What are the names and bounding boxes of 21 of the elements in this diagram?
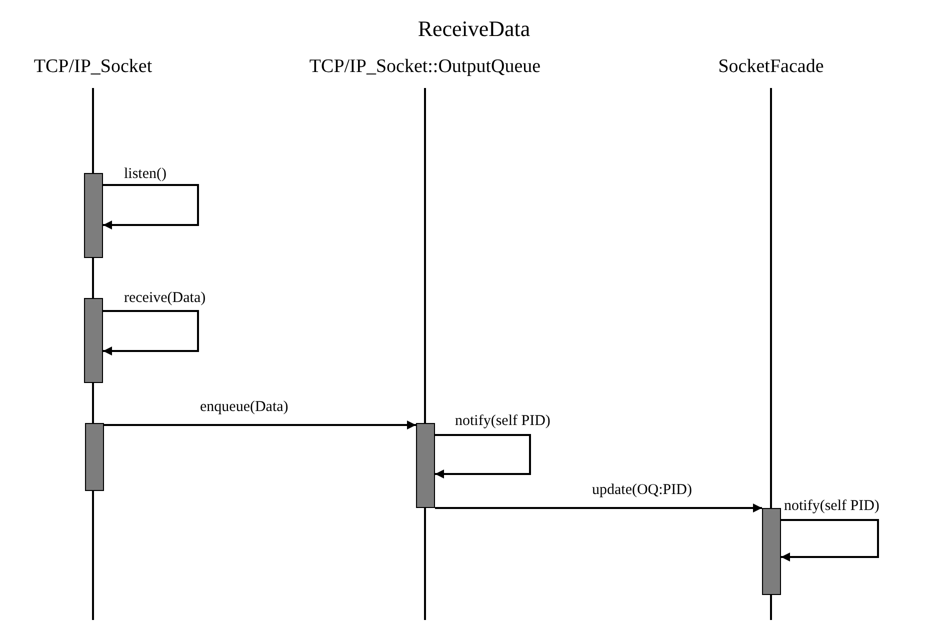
message-arrow	[435, 504, 762, 512]
diagram-title: ReceiveData	[418, 16, 530, 42]
activation-bar	[84, 298, 103, 383]
activation-bar	[84, 173, 103, 258]
message-label: notify(self PID)	[455, 414, 550, 429]
self-message-arrow	[103, 184, 199, 230]
message-label: notify(self PID)	[784, 499, 880, 514]
message-label: enqueue(Data)	[200, 400, 288, 415]
message-label: receive(Data)	[124, 291, 206, 306]
activation-bar	[85, 423, 104, 491]
self-message-arrow	[103, 310, 199, 356]
self-message-arrow	[435, 434, 531, 478]
activation-bar	[762, 508, 781, 595]
message-label: update(OQ:PID)	[592, 483, 692, 498]
participant-name: SocketFacade	[718, 56, 824, 78]
participant-name: TCP/IP_Socket	[34, 56, 152, 78]
message-arrow	[104, 420, 416, 430]
participant-name: TCP/IP_Socket::OutputQueue	[309, 56, 541, 78]
activation-bar	[416, 423, 435, 508]
message-label: listen()	[124, 167, 166, 182]
self-message-arrow	[781, 519, 879, 562]
